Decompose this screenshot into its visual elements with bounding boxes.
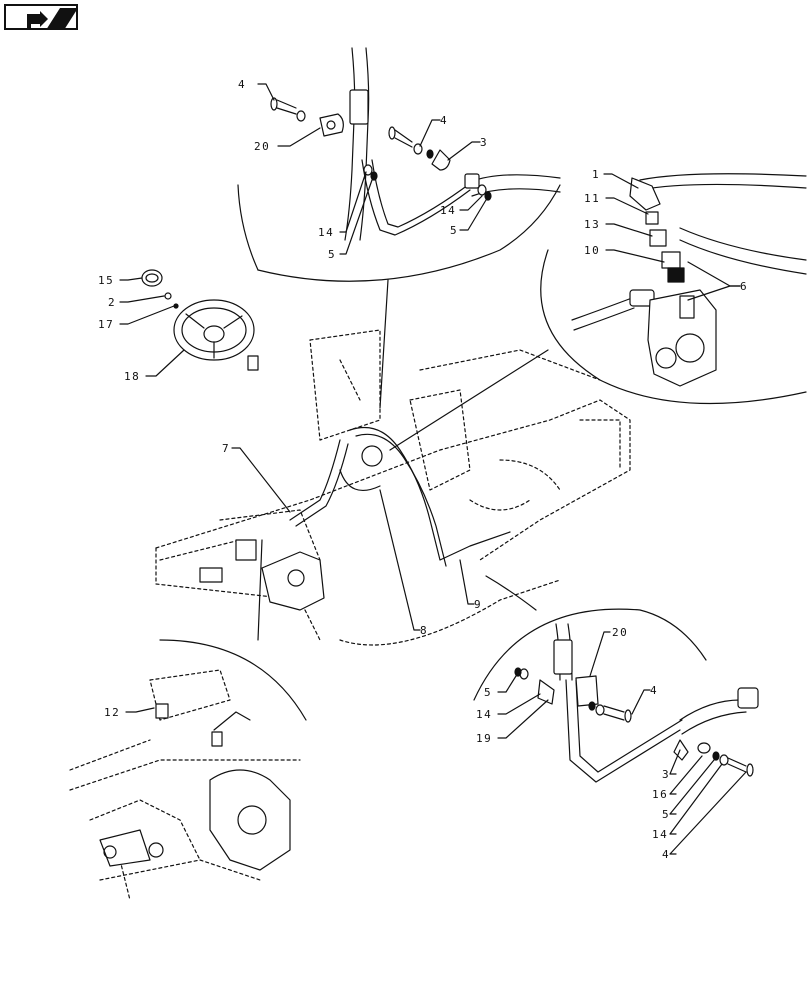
bottom-right-leaders (497, 631, 747, 855)
chassis-frame (155, 329, 631, 646)
callout-bottom-right-4b: 4 (662, 848, 670, 861)
callout-right-1: 1 (592, 168, 600, 181)
callout-left-15: 15 (98, 274, 114, 287)
steering-leaders (119, 277, 185, 377)
callout-bottom-right-20: 20 (612, 626, 628, 639)
pump-assembly (199, 539, 325, 611)
callout-bottom-right-14: 14 (476, 708, 492, 721)
callout-bottom-right-19: 19 (476, 732, 492, 745)
callout-bottom-left-12: 12 (104, 706, 120, 719)
top-detail-view (237, 47, 561, 282)
callout-top-3: 3 (480, 136, 488, 149)
callout-top-4b: 4 (440, 114, 448, 127)
main-hoses (289, 279, 549, 567)
callout-left-2: 2 (108, 296, 116, 309)
steering-wheel-group (141, 269, 259, 371)
callout-bottom-right-14b: 14 (652, 828, 668, 841)
callout-bottom-right-16: 16 (652, 788, 668, 801)
callout-right-13: 13 (584, 218, 600, 231)
callout-main-7: 7 (222, 442, 230, 455)
callout-top-14b: 14 (440, 204, 456, 217)
bottom-right-detail-view (473, 608, 759, 783)
callout-bottom-right-3: 3 (662, 768, 670, 781)
callout-top-5a: 5 (328, 248, 336, 261)
bottom-left-leaders (125, 707, 155, 713)
main-leaders (231, 447, 537, 641)
callout-left-17: 17 (98, 318, 114, 331)
callout-bottom-right-5: 5 (484, 686, 492, 699)
callout-bottom-right-4a: 4 (650, 684, 658, 697)
callout-top-4a: 4 (238, 78, 246, 91)
callout-top-20: 20 (254, 140, 270, 153)
right-detail-view (540, 173, 807, 405)
return-nav-button[interactable] (4, 4, 78, 30)
bottom-left-detail-view (69, 639, 307, 901)
callout-top-14a: 14 (318, 226, 334, 239)
callout-main-9: 9 (474, 598, 482, 611)
callout-labels: 4 20 4 3 14 5 14 5 1 11 13 10 6 15 2 17 … (98, 78, 748, 861)
callout-right-11: 11 (584, 192, 600, 205)
callout-right-10: 10 (584, 244, 600, 257)
callout-main-8: 8 (420, 624, 428, 637)
return-arrow-icon (27, 8, 78, 30)
callout-left-18: 18 (124, 370, 140, 383)
top-detail-leaders (257, 83, 487, 255)
right-detail-leaders (603, 173, 741, 301)
callout-bottom-right-5b: 5 (662, 808, 670, 821)
callout-right-6: 6 (740, 280, 748, 293)
callout-top-5b: 5 (450, 224, 458, 237)
